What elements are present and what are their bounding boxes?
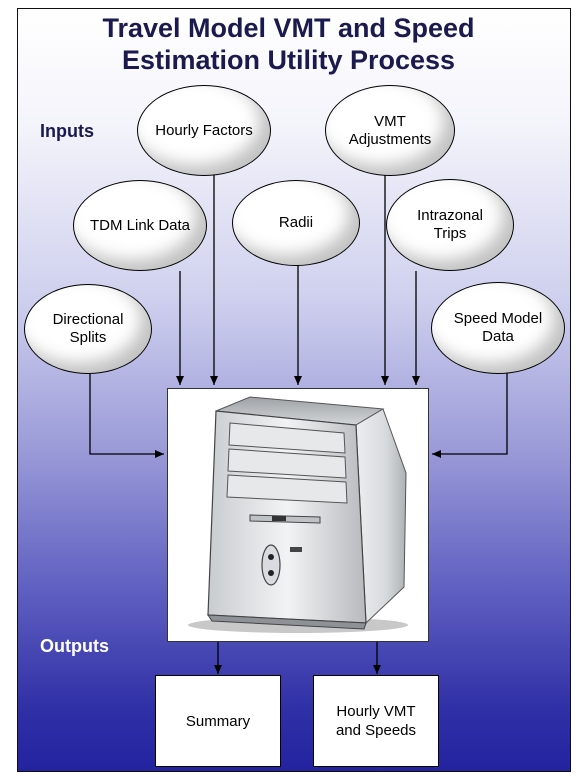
input-speed-model-data: Speed Model Data: [431, 282, 565, 374]
arrow-speed-model-data: [432, 373, 508, 458]
input-hourly-factors: Hourly Factors: [137, 85, 271, 176]
input-tdm-link-data: TDM Link Data: [73, 180, 207, 271]
input-intrazonal-trips: Intrazonal Trips: [386, 179, 514, 271]
input-directional-splits: Directional Splits: [24, 284, 152, 374]
diagram-title: Travel Model VMT and Speed Estimation Ut…: [0, 12, 577, 76]
title-line-1: Travel Model VMT and Speed: [102, 13, 475, 43]
output-hourly-vmt-speeds: Hourly VMT and Speeds: [313, 675, 439, 767]
inputs-section-label: Inputs: [40, 121, 94, 141]
arrow-directional-splits: [89, 374, 164, 458]
input-vmt-adjustments: VMT Adjustments: [325, 85, 455, 176]
process-computer-box: [167, 388, 429, 642]
outputs-section-label: Outputs: [40, 636, 109, 656]
input-radii: Radii: [232, 180, 360, 266]
title-line-2: Estimation Utility Process: [121, 45, 456, 75]
computer-tower-icon: [188, 396, 408, 633]
output-summary: Summary: [155, 675, 281, 767]
